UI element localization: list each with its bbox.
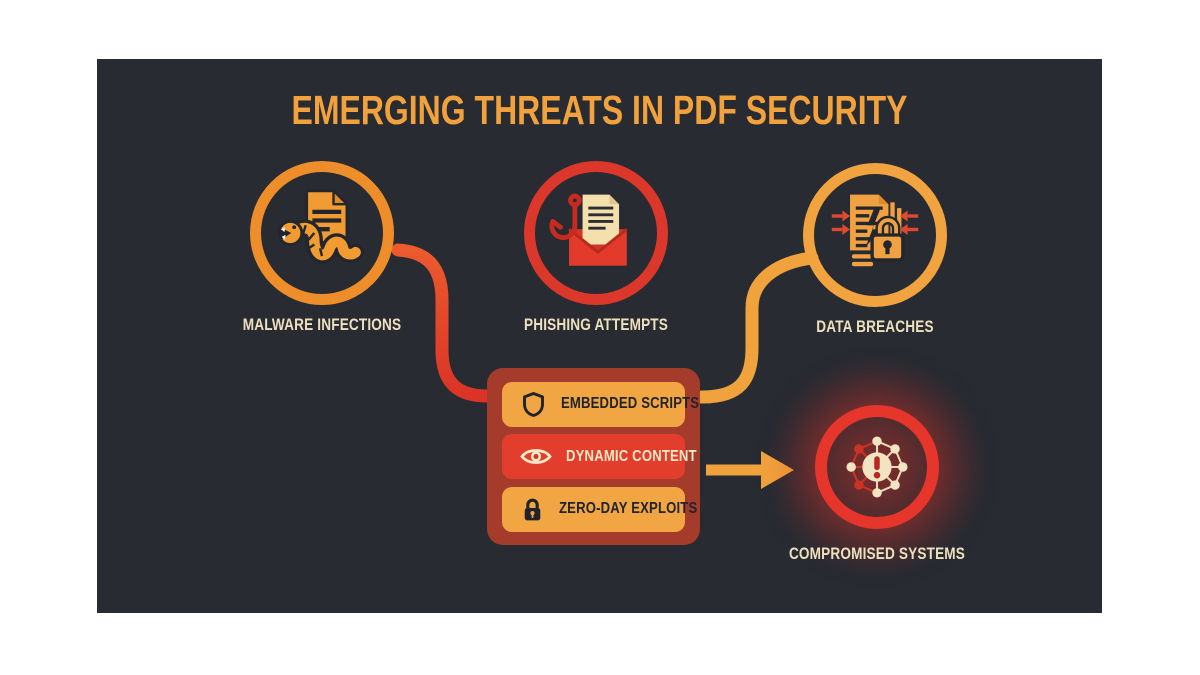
threat-row-label: DYNAMIC CONTENT [566,447,697,465]
threat-row-label: ZERO-DAY EXPLOITS [559,500,698,517]
threat-row-embedded-scripts: EMBEDDED SCRIPTS [502,381,699,427]
compromised-label: COMPROMISED SYSTEMS [788,544,966,563]
connector-databreach-to-box [695,251,819,404]
threat-row-zero-day: ZERO-DAY EXPLOITS [502,486,697,532]
page-title: EMERGING THREATS IN PDF SECURITY [291,87,908,133]
connector-malware-to-box [391,243,494,403]
infographic-panel: EMERGING THREATS IN PDF SECURITY [97,59,1102,613]
data-breaches-circle [803,163,947,307]
threat-box: EMBEDDED SCRIPTS DYNAMIC CONTENT [487,368,700,545]
document-lock-icon [831,194,919,267]
connector-lines [391,243,819,489]
data-breaches-label: DATA BREACHES [816,317,934,336]
threat-row-label: EMBEDDED SCRIPTS [561,395,700,412]
arrow-box-to-compromised [706,451,794,489]
hook-envelope-icon [549,193,628,266]
compromised-circle [815,405,939,529]
threat-row-dynamic-content: DYNAMIC CONTENT [502,434,697,479]
eye-icon [520,446,552,467]
network-alert-icon [846,436,908,498]
shield-icon [520,391,547,418]
malware-label: MALWARE INFECTIONS [242,315,402,334]
phishing-circle [524,161,668,305]
malware-circle [250,161,394,305]
phishing-label: PHISHING ATTEMPTS [523,315,669,334]
worm-document-icon [277,189,365,264]
lock-icon [520,496,545,523]
